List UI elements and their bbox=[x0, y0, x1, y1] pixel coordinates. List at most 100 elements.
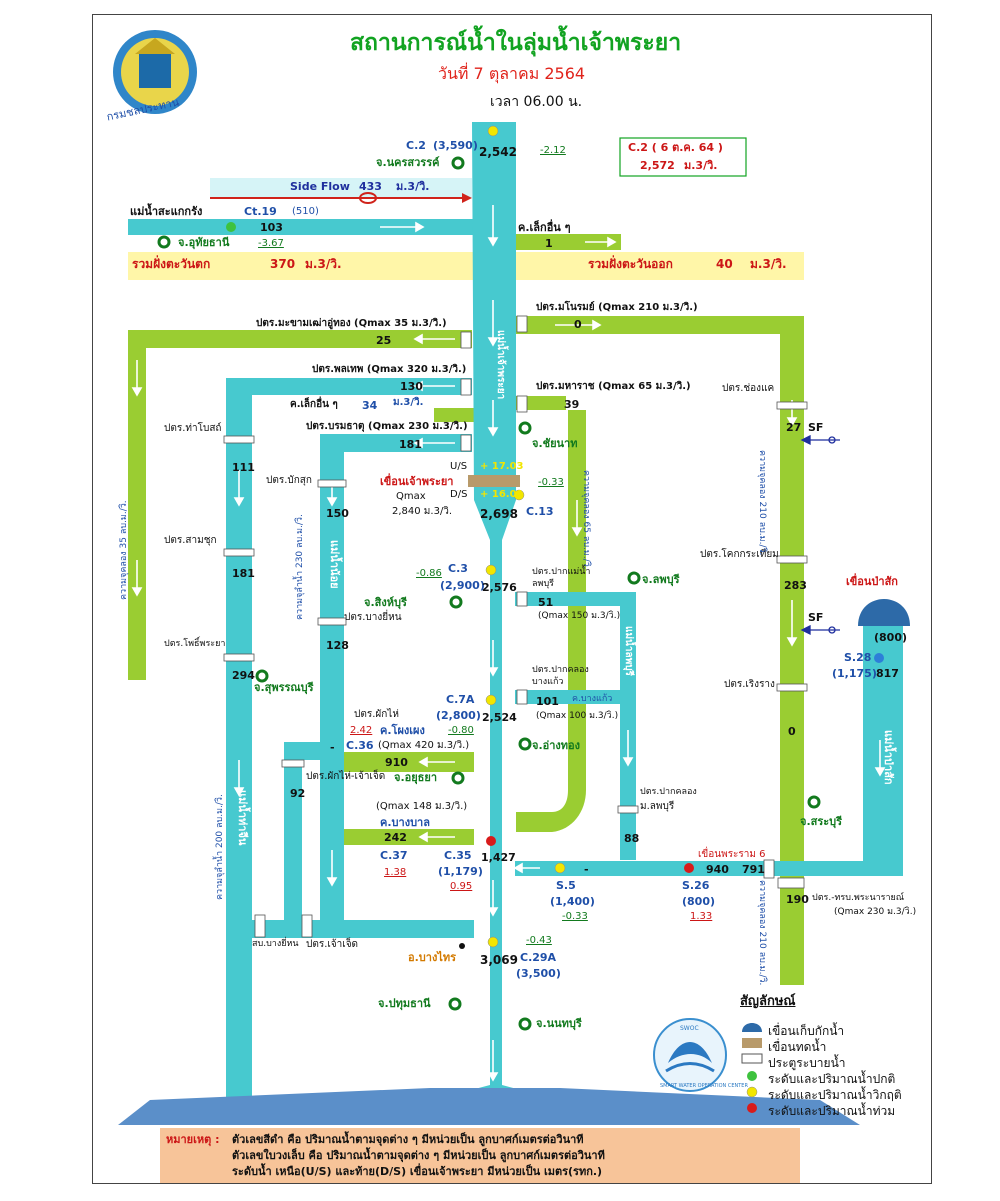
bangkaeo-canal bbox=[515, 690, 630, 704]
s26-flow: 940 bbox=[706, 863, 729, 876]
pakkhlong-lopburi-label: ปตร.ปากคลอง bbox=[640, 787, 697, 797]
legend-critical: ระดับและปริมาณน้ำวิกฤติ bbox=[768, 1088, 902, 1102]
gate-phranarai bbox=[777, 877, 805, 889]
phongpheng-label: ค.โผงเผง bbox=[380, 724, 425, 737]
gate-samchuk bbox=[223, 548, 255, 557]
makham-flow: 25 bbox=[376, 334, 392, 347]
lopburi-qmax: (Qmax 150 ม.3/วิ.) bbox=[538, 611, 621, 621]
suphanburi-label: จ.สุพรรณบุรี bbox=[254, 681, 314, 694]
province-ring-angthong bbox=[518, 737, 532, 751]
east-total-unit: ม.3/วิ. bbox=[750, 257, 787, 271]
province-ring-uthai bbox=[157, 235, 171, 249]
west-total-label: รวมฝั่งตะวันตก bbox=[132, 257, 211, 271]
c3-label: C.3 bbox=[448, 562, 468, 575]
gate-phonlathep bbox=[460, 378, 472, 396]
c7a-capacity: (2,800) bbox=[436, 709, 481, 722]
note-label: หมายเหตุ : bbox=[166, 1133, 220, 1146]
pasak-river-label: แม่น้ำป่าสัก bbox=[882, 730, 895, 785]
rid-logo bbox=[113, 30, 197, 114]
west-small-flow: 34 bbox=[362, 399, 378, 412]
east-total-value: 40 bbox=[716, 257, 733, 271]
note-line-3: ระดับน้ำ เหนือ(U/S) และท้าย(D/S) เขื่อนเ… bbox=[232, 1165, 603, 1178]
chainat-canal-capacity: ความจุคลอง 65 ลบ.ม./วิ. bbox=[581, 470, 591, 570]
gate-791 bbox=[763, 859, 775, 879]
flow-791: 791 bbox=[742, 863, 765, 876]
c2-flow: 2,542 bbox=[479, 145, 517, 159]
bakhun-flow: 150 bbox=[326, 507, 349, 520]
c3-flow: 2,576 bbox=[482, 581, 517, 594]
angthong-label: จ.อ่างทอง bbox=[532, 739, 581, 752]
prev-c2-unit: ม.3/วิ. bbox=[684, 159, 718, 172]
bangban-label: ค.บางบาล bbox=[380, 816, 430, 829]
s5-label: S.5 bbox=[556, 879, 576, 892]
phakhai-level: 2.42 bbox=[350, 725, 373, 736]
gate-bakhun bbox=[317, 479, 347, 488]
station-dot-bangsai bbox=[459, 943, 465, 949]
c36-label: C.36 bbox=[346, 739, 374, 752]
legend-flood-icon bbox=[747, 1103, 757, 1113]
chaojet-label: ปตร.เจ้าเจ็ด bbox=[306, 939, 359, 950]
gate-khok bbox=[776, 555, 808, 564]
phophraya-flow: 294 bbox=[232, 669, 255, 682]
makham-gate-label: ปตร.มะขามเฒ่าอู่ทอง (Qmax 35 ม.3/วิ.) bbox=[256, 318, 447, 329]
side-flow-label: Side Flow bbox=[290, 180, 350, 193]
phongpheng-qmax: (Qmax 420 ม.3/วิ.) bbox=[378, 740, 470, 751]
gate-pakmaenam bbox=[516, 591, 528, 607]
gate-boromathat bbox=[460, 434, 472, 452]
main-1427-flow: 1,427 bbox=[481, 851, 516, 864]
c35-level: 0.95 bbox=[450, 881, 473, 892]
sf-label-1: SF bbox=[808, 421, 824, 434]
station-dot-s5 bbox=[554, 862, 566, 874]
c29a-flow: 3,069 bbox=[480, 953, 518, 967]
swoc-logo bbox=[653, 1018, 727, 1092]
noi-capacity: ความจุลำน้ำ 230 ลบ.ม./วิ. bbox=[295, 514, 305, 620]
swoc-logo-text: SWOC bbox=[680, 1025, 699, 1032]
note-line-1: ตัวเลขสีดำ คือ ปริมาณน้ำตามจุดต่าง ๆ มีห… bbox=[232, 1133, 584, 1146]
bangyi-flow: 128 bbox=[326, 639, 349, 652]
station-dot-s28 bbox=[874, 653, 884, 663]
phakhai-label: ปตร.ผักไห่ bbox=[354, 709, 399, 720]
province-ring-nonthaburi bbox=[518, 1017, 532, 1031]
c7a-flow: 2,524 bbox=[482, 711, 517, 724]
east-small-flow: 1 bbox=[545, 237, 553, 250]
phonlathep-gate-label: ปตร.พลเทพ (Qmax 320 ม.3/วิ.) bbox=[312, 364, 467, 375]
province-ring-saraburi bbox=[807, 795, 821, 809]
tachin-river-label: แม่น้ำท่าจีน bbox=[236, 790, 249, 846]
uthai-label: จ.อุทัยธานี bbox=[178, 236, 230, 249]
boromathat-flow: 181 bbox=[399, 438, 422, 451]
legend-normal: ระดับและปริมาณน้ำปกติ bbox=[768, 1072, 896, 1086]
phakhai-chaojet-label: ปตร.ผักไห่-เจ้าเจ็ด bbox=[306, 771, 386, 782]
east-total-label: รวมฝั่งตะวันออก bbox=[588, 257, 673, 271]
flow-190: 190 bbox=[786, 893, 809, 906]
legend-title: สัญลักษณ์ bbox=[740, 994, 796, 1009]
legend-gate: ประตูระบายน้ำ bbox=[768, 1056, 846, 1070]
gate-roengrang bbox=[776, 683, 808, 692]
c3-capacity: (2,900) bbox=[440, 579, 485, 592]
c7a-label: C.7A bbox=[446, 693, 475, 706]
gate-bangyi bbox=[317, 617, 347, 626]
lopburi-river bbox=[515, 592, 636, 860]
boromathat-gate-label: ปตร.บรมธาตุ (Qmax 230 ม.3/วิ.) bbox=[306, 421, 468, 432]
c13-label: C.13 bbox=[526, 505, 554, 518]
west-small-label: ค.เล็กอื่น ๆ bbox=[290, 399, 338, 410]
makham-canal-capacity: ความจุคลอง 35 ลบ.ม./วิ. bbox=[119, 500, 129, 600]
legend-normal-icon bbox=[747, 1071, 757, 1081]
chonglae-flow: 27 bbox=[786, 421, 802, 434]
swoc-logo-subtext: SMART WATER OPERATION CENTER bbox=[660, 1083, 748, 1089]
c2-label: C.2 bbox=[406, 139, 426, 152]
sakae-level: -3.67 bbox=[258, 238, 284, 249]
saraburi-label: จ.สระบุรี bbox=[800, 815, 843, 828]
pasak-dam bbox=[858, 599, 910, 626]
side-flow-unit: ม.3/วิ. bbox=[396, 180, 430, 193]
s5-river bbox=[515, 861, 880, 876]
pasak-capacity: (800) bbox=[874, 631, 908, 644]
c13-level: -0.33 bbox=[538, 477, 564, 488]
side-flow-band bbox=[210, 178, 472, 198]
pakkhlong-label-2: บางแก้ว bbox=[532, 677, 564, 687]
legend-diversion: เขื่อนทดน้ำ bbox=[768, 1040, 827, 1054]
legend-flood: ระดับและปริมาณน้ำท่วม bbox=[768, 1104, 896, 1118]
prev-c2-title: C.2 ( 6 ต.ค. 64 ) bbox=[628, 141, 723, 154]
pasak-dam-label: เขื่อนป่าสัก bbox=[846, 575, 898, 588]
sakae-flow: 103 bbox=[260, 221, 283, 234]
s26-label: S.26 bbox=[682, 879, 710, 892]
